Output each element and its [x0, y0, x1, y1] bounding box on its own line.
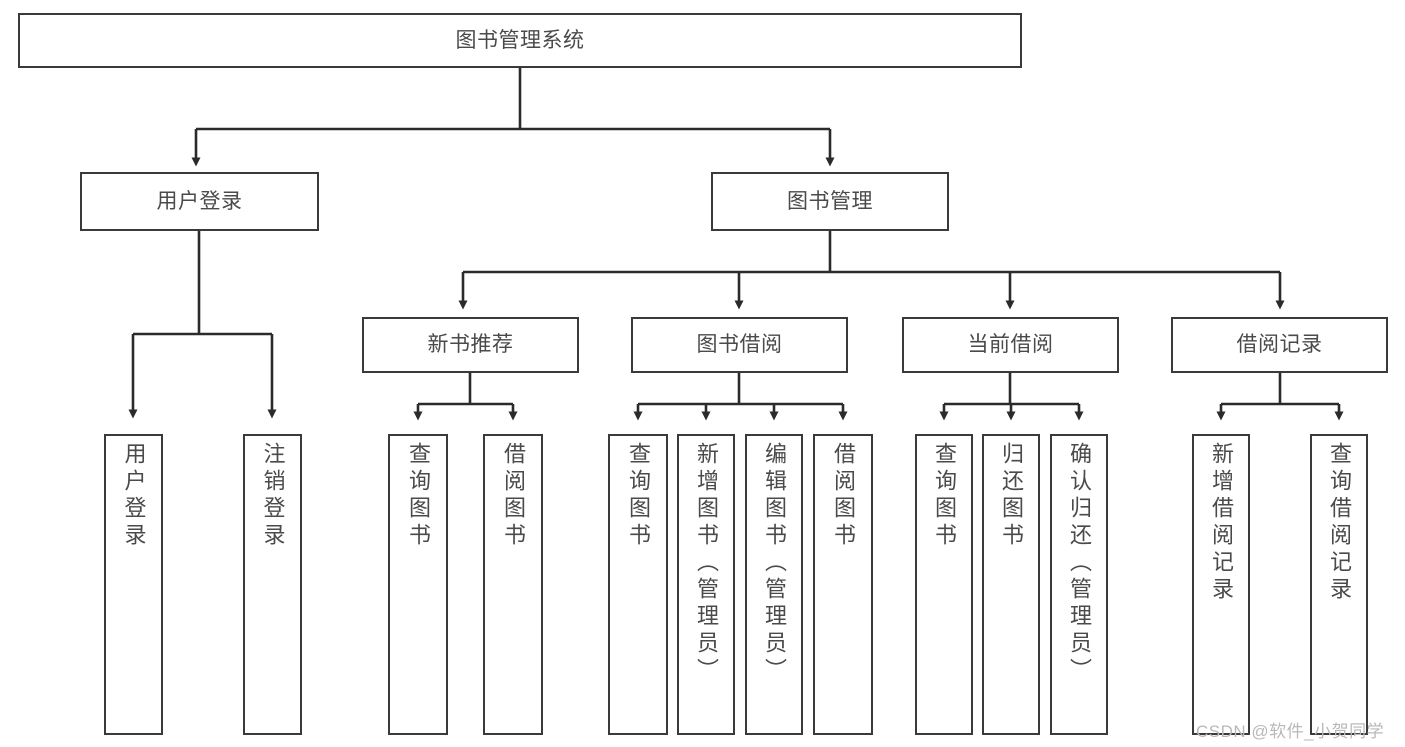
node-borrow-record-label: 借阅记录	[1236, 333, 1323, 357]
node-borrow-record[interactable]: 借阅记录	[1171, 317, 1388, 373]
leaf-add-borrow-record[interactable]: 新增借阅记录	[1192, 434, 1250, 735]
node-root-system[interactable]: 图书管理系统	[18, 13, 1022, 68]
leaf-query-book-current-label: 查询图书	[932, 442, 957, 550]
edges-newbookrec-to-leaves	[413, 373, 518, 421]
leaf-query-book-borrow[interactable]: 查询图书	[608, 434, 668, 735]
leaf-return-book-label: 归还图书	[999, 442, 1024, 550]
leaf-add-borrow-record-label: 新增借阅记录	[1209, 442, 1234, 604]
node-new-book-recommend-label: 新书推荐	[427, 333, 514, 357]
node-user-login[interactable]: 用户登录	[80, 172, 319, 231]
node-user-login-label: 用户登录	[156, 189, 243, 213]
edges-borrowrecord-to-leaves	[1216, 373, 1344, 421]
leaf-query-borrow-record-label: 查询借阅记录	[1327, 442, 1352, 604]
leaf-borrow-book-label: 借阅图书	[831, 442, 856, 550]
node-new-book-recommend[interactable]: 新书推荐	[362, 317, 579, 373]
edges-bookmanage-to-level3	[458, 231, 1285, 310]
node-current-borrow[interactable]: 当前借阅	[902, 317, 1119, 373]
leaf-logout-login[interactable]: 注销登录	[243, 434, 302, 735]
node-current-borrow-label: 当前借阅	[967, 333, 1054, 357]
node-book-manage-label: 图书管理	[787, 189, 873, 213]
leaf-user-login-label: 用户登录	[121, 442, 147, 550]
leaf-query-borrow-record[interactable]: 查询借阅记录	[1310, 434, 1368, 735]
leaf-return-book[interactable]: 归还图书	[982, 434, 1040, 735]
edges-bookborrow-to-leaves	[633, 373, 848, 421]
leaf-edit-book-admin-label: 编辑图书（管理员）	[762, 442, 787, 685]
leaf-add-book-admin[interactable]: 新增图书（管理员）	[677, 434, 735, 735]
leaf-logout-login-label: 注销登录	[260, 442, 286, 550]
leaf-user-login[interactable]: 用户登录	[104, 434, 163, 735]
leaf-query-book-recommend[interactable]: 查询图书	[388, 434, 448, 735]
leaf-query-book-borrow-label: 查询图书	[626, 442, 651, 550]
edges-userlogin-to-leaves	[128, 231, 277, 419]
leaf-confirm-return-admin-label: 确认归还（管理员）	[1067, 442, 1092, 685]
node-root-system-label: 图书管理系统	[455, 28, 585, 52]
leaf-borrow-book-recommend-label: 借阅图书	[501, 442, 526, 550]
edges-root-to-level2	[191, 68, 835, 167]
node-book-manage[interactable]: 图书管理	[711, 172, 949, 231]
leaf-confirm-return-admin[interactable]: 确认归还（管理员）	[1050, 434, 1108, 735]
edges-currentborrow-to-leaves	[939, 373, 1084, 421]
leaf-edit-book-admin[interactable]: 编辑图书（管理员）	[745, 434, 803, 735]
node-book-borrow[interactable]: 图书借阅	[631, 317, 848, 373]
leaf-query-book-current[interactable]: 查询图书	[915, 434, 973, 735]
leaf-borrow-book[interactable]: 借阅图书	[813, 434, 873, 735]
leaf-borrow-book-recommend[interactable]: 借阅图书	[483, 434, 543, 735]
leaf-query-book-recommend-label: 查询图书	[406, 442, 431, 550]
node-book-borrow-label: 图书借阅	[696, 333, 783, 357]
leaf-add-book-admin-label: 新增图书（管理员）	[694, 442, 719, 685]
